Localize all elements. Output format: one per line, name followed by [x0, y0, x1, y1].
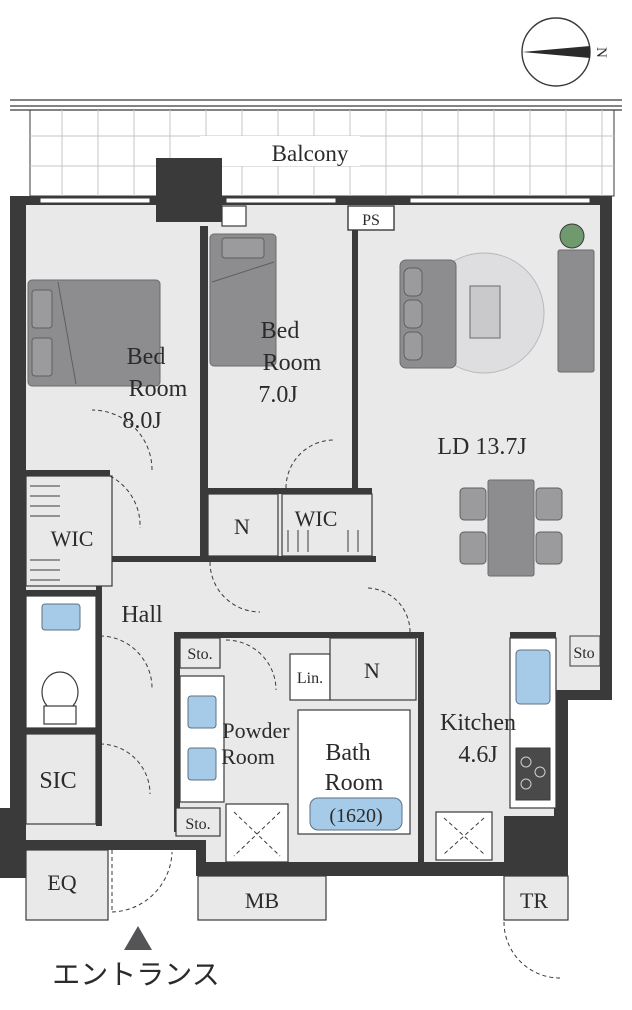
bedroom-2-name-2: Room [263, 350, 322, 376]
bedroom-1-name-2: Room [129, 376, 188, 402]
kitchen: Kitchen 4.6J [435, 637, 557, 861]
powder-room-name: Powder [222, 718, 290, 743]
closet-n-1: N [207, 493, 279, 557]
storage-1-label: Sto. [187, 646, 212, 663]
sic-closet: SIC [25, 733, 151, 825]
wic-2-label: WIC [295, 506, 338, 531]
linen-label: Lin. [297, 670, 323, 687]
ps-label: PS [362, 212, 380, 229]
closet-n-1-label: N [234, 514, 250, 539]
balcony: Balcony [10, 99, 622, 197]
triangle-up-icon [124, 926, 152, 950]
bedroom-2-name: Bed [261, 318, 300, 344]
powder-room: Powder Room [179, 639, 290, 803]
kitchen-name: Kitchen [440, 710, 516, 736]
kitchen-size: 4.6J [458, 742, 497, 768]
bedroom-2: Bed Room 7.0J [209, 233, 335, 489]
bath-size: (1620) [329, 805, 382, 827]
bedroom-1-name: Bed [127, 344, 166, 370]
trunk-room: TR [503, 875, 569, 979]
closet-n-2-label: N [364, 658, 380, 683]
meter-box: MB [197, 875, 327, 921]
bath-name: Bath [325, 740, 370, 766]
bath-name-2: Room [325, 770, 384, 796]
ld-label: LD 13.7J [437, 434, 526, 460]
sic-label: SIC [39, 768, 76, 794]
powder-room-name-2: Room [221, 744, 275, 769]
balcony-label: Balcony [272, 141, 349, 166]
bathroom: Bath Room (1620) [297, 709, 411, 835]
interior-walls [26, 226, 556, 862]
washer-area [225, 803, 289, 863]
compass-north-label: N [593, 47, 609, 58]
pipe-space: PS [347, 205, 395, 231]
storage-2: Sto. [175, 807, 221, 837]
closet-n-2: N [329, 637, 417, 701]
equipment-closet: EQ [25, 849, 109, 921]
compass-icon: N [521, 17, 609, 87]
wic-1-label: WIC [51, 526, 94, 551]
wic-1: WIC [25, 475, 141, 587]
storage-3-label: Sto [573, 645, 594, 662]
bedroom-1: Bed Room 8.0J [27, 279, 188, 471]
entrance-label: エントランス [52, 960, 219, 991]
tr-label: TR [520, 888, 548, 913]
mb-label: MB [245, 888, 279, 913]
linen-closet: Lin. [289, 653, 331, 701]
hall-label: Hall [121, 602, 163, 628]
storage-3: Sto [569, 635, 601, 667]
storage-1: Sto. [179, 637, 221, 669]
living-dining: LD 13.7J [399, 223, 595, 577]
storage-2-label: Sto. [185, 816, 210, 833]
eq-label: EQ [47, 870, 76, 895]
wic-2: WIC [281, 493, 373, 557]
bedroom-2-size: 7.0J [258, 382, 297, 408]
bedroom-1-size: 8.0J [122, 408, 161, 434]
toilet-room [25, 595, 153, 729]
